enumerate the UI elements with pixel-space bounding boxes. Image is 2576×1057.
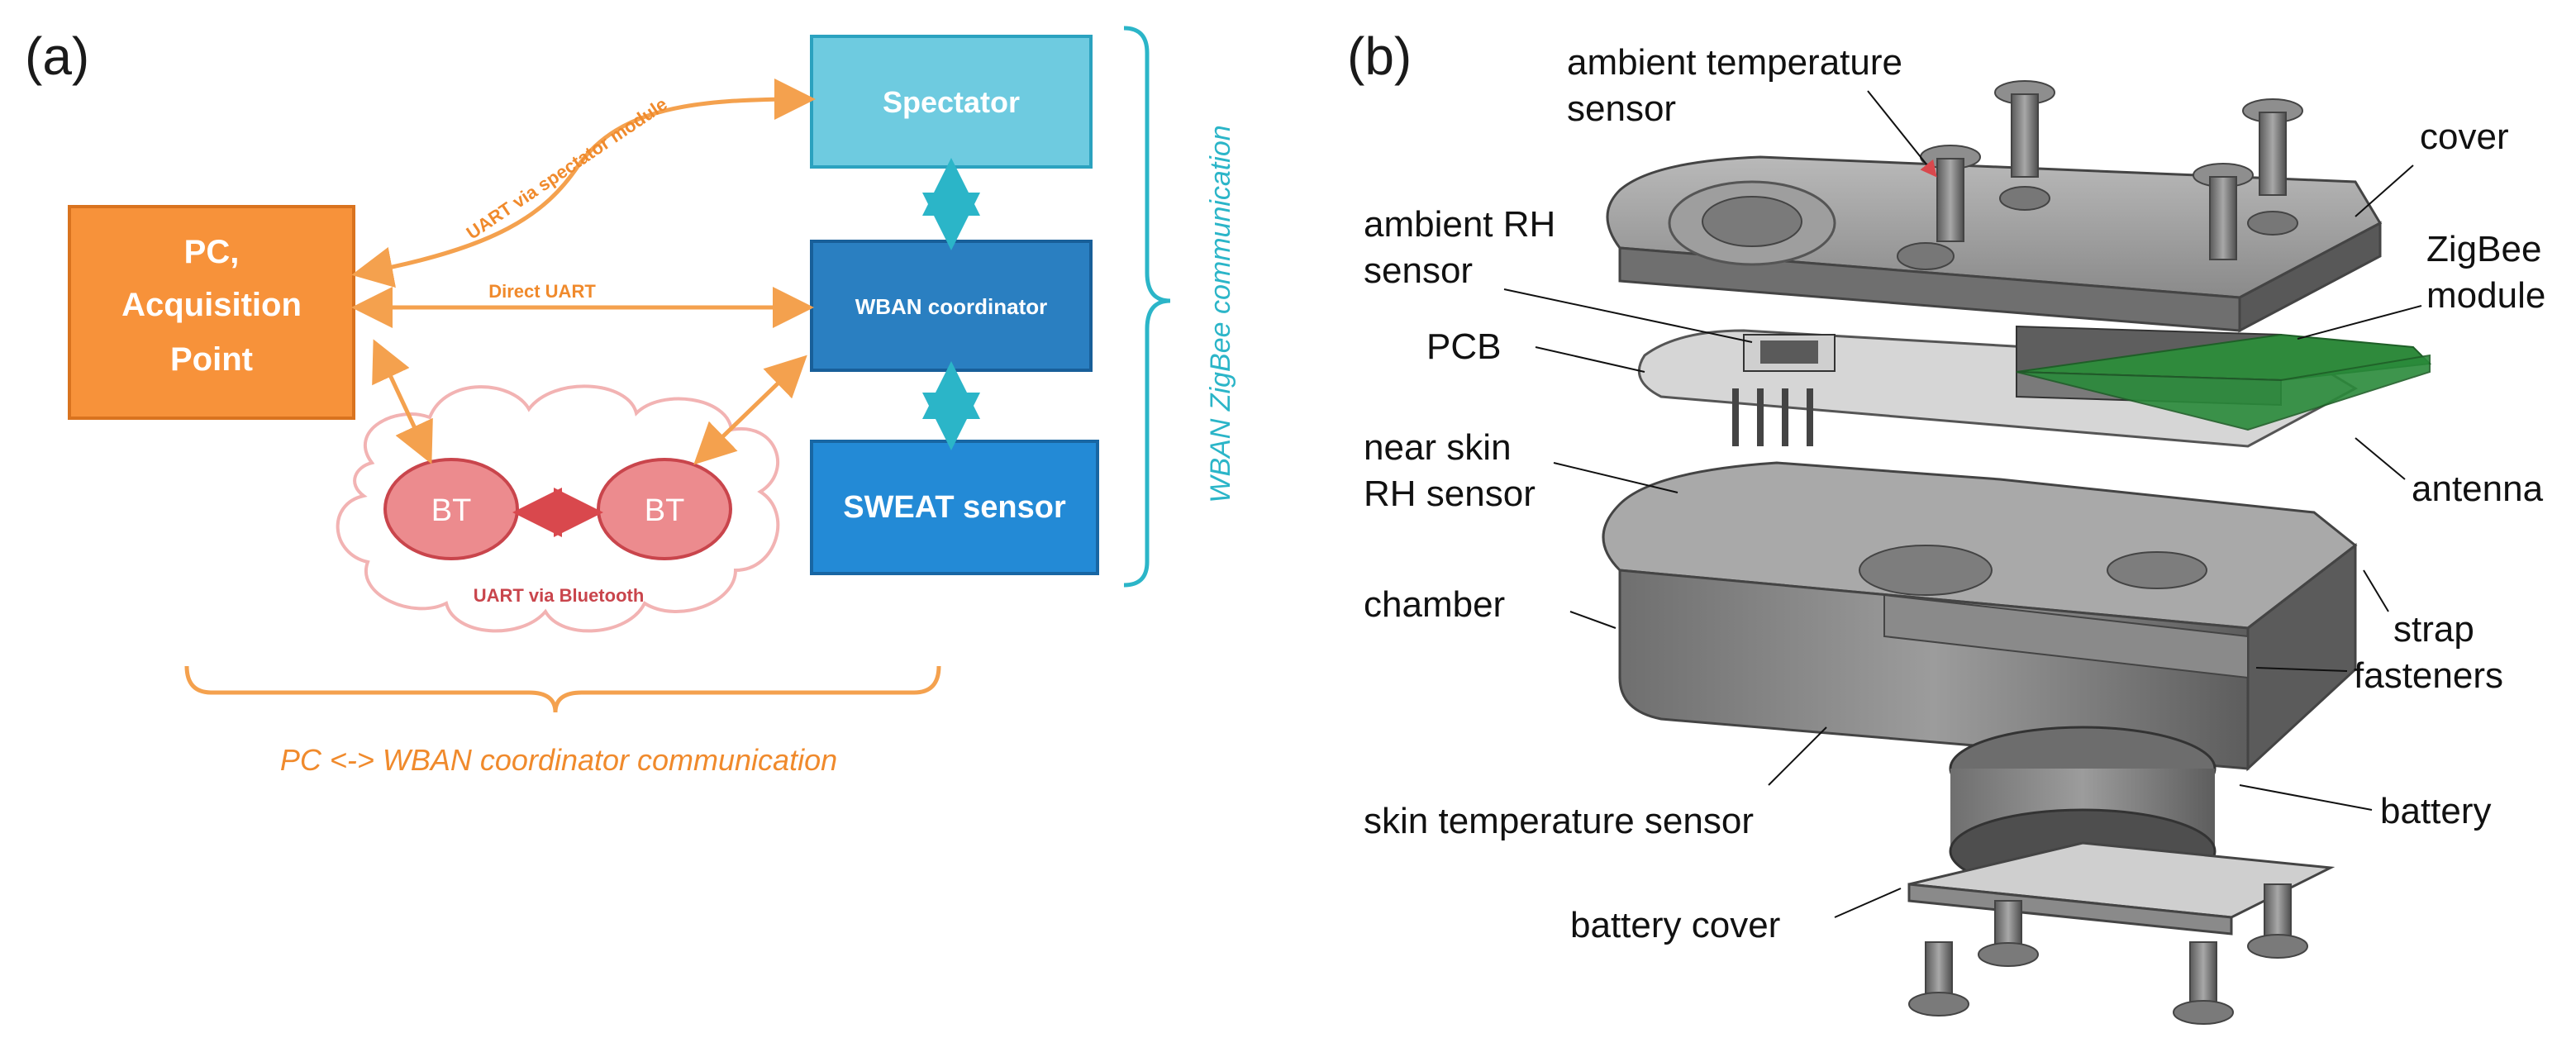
label-ambient-temp-2: sensor	[1567, 88, 1676, 129]
sweat-sensor-box: SWEAT sensor	[810, 440, 1099, 575]
zigbee-communication-label: WBAN ZigBee communication	[1205, 125, 1236, 502]
coordinator-bt-arrow	[693, 355, 807, 465]
spectator-box: Spectator	[810, 35, 1093, 169]
label-near-skin-2: RH sensor	[1364, 474, 1536, 514]
antenna-leader	[2355, 437, 2406, 480]
pc-box-line-1: PC,	[184, 234, 240, 270]
cover-leader	[2355, 164, 2414, 217]
strap-leader-2	[2255, 667, 2348, 672]
bt-left-node: BT	[383, 458, 519, 560]
battery-cover-part	[1907, 841, 2336, 1025]
pc-comm-brace	[184, 665, 941, 713]
chamber-leader	[1569, 611, 1617, 629]
chamber-part	[1602, 461, 2358, 772]
direct-uart-label: Direct UART	[488, 281, 596, 302]
label-strap-1: strap	[2393, 609, 2474, 650]
wban-coordinator-box: WBAN coordinator	[810, 240, 1093, 372]
label-strap-2: fasteners	[2354, 655, 2503, 696]
near-skin-leader	[1553, 462, 1678, 493]
panel-b-label: (b)	[1347, 26, 1412, 86]
pc-bt-arrow	[372, 339, 433, 464]
label-zigbee-2: module	[2426, 275, 2545, 316]
zigbee-leader	[2297, 305, 2422, 340]
label-ambient-rh-1: ambient RH	[1364, 204, 1555, 245]
panel-a-label: (a)	[25, 26, 89, 86]
label-ambient-rh-2: sensor	[1364, 250, 1473, 291]
label-battery: battery	[2380, 791, 2492, 831]
panel-a: (a) PC, Acquisition Point Spectator WBAN…	[25, 26, 1236, 777]
skin-temp-leader	[1768, 726, 1827, 786]
zigbee-brace	[1123, 26, 1171, 588]
cover-part	[1606, 155, 2383, 333]
bt-right-node: BT	[597, 458, 732, 560]
spectator-label: Spectator	[883, 85, 1020, 119]
pcb-part	[1637, 325, 2432, 448]
bt-right-label: BT	[645, 493, 685, 528]
label-battery-cover: battery cover	[1570, 905, 1780, 945]
pc-box-line-3: Point	[170, 341, 253, 378]
uart-spectator-arrow	[351, 79, 816, 288]
label-antenna: antenna	[2412, 469, 2544, 509]
battery-cover-leader	[1834, 888, 1902, 918]
bt-left-label: BT	[431, 493, 472, 528]
ambient-rh-leader	[1503, 288, 1753, 343]
panel-b: (b)	[1347, 26, 2545, 1025]
label-zigbee-1: ZigBee	[2426, 229, 2541, 269]
label-ambient-temp-1: ambient temperature	[1567, 42, 1902, 83]
label-cover: cover	[2420, 117, 2509, 157]
cover-screws	[1920, 80, 2303, 260]
ambient-temp-leader	[1867, 90, 1937, 178]
uart-bluetooth-label: UART via Bluetooth	[474, 585, 645, 606]
strap-leader-1	[2363, 569, 2389, 612]
pc-communication-label: PC <-> WBAN coordinator communication	[280, 743, 837, 777]
battery-leader	[2239, 784, 2373, 811]
wban-coordinator-label: WBAN coordinator	[855, 294, 1048, 319]
label-pcb: PCB	[1426, 326, 1501, 367]
label-chamber: chamber	[1364, 584, 1505, 625]
label-skin-temp: skin temperature sensor	[1364, 801, 1754, 841]
uart-spectator-label: UART via spectator module	[463, 93, 671, 243]
pcb-leader	[1535, 346, 1645, 373]
pc-acquisition-box: PC, Acquisition Point	[68, 205, 355, 420]
pc-box-line-2: Acquisition	[121, 287, 302, 323]
label-near-skin-1: near skin	[1364, 427, 1512, 468]
sweat-sensor-label: SWEAT sensor	[843, 490, 1066, 525]
